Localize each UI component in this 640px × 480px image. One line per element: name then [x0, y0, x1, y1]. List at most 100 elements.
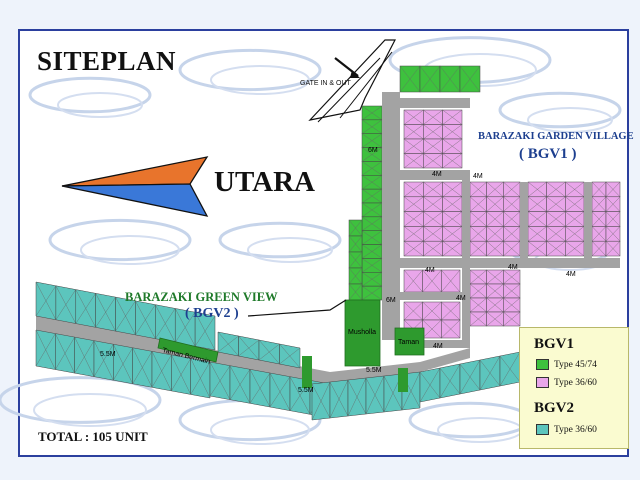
lot-hatch — [469, 297, 487, 313]
lot-hatch — [422, 301, 442, 321]
legend-item-label: Type 36/60 — [554, 377, 597, 388]
lot-hatch — [591, 181, 607, 197]
lot-hatch — [422, 269, 442, 293]
legend: BGV1 Type 45/74 Type 36/60 BGV2 Type 36/… — [519, 327, 629, 449]
lot-hatch — [361, 244, 383, 259]
legend-item-label: Type 45/74 — [554, 359, 597, 370]
legend-item: Type 36/60 — [536, 377, 597, 388]
lot-hatch — [422, 319, 442, 339]
lot-hatch — [217, 331, 239, 357]
lot-hatch — [503, 283, 521, 299]
road-width-label: 5.5M — [298, 387, 314, 394]
lot-hatch — [527, 181, 547, 197]
lot-hatch — [565, 211, 585, 227]
road-width-label: 4M — [425, 267, 435, 274]
lot-hatch — [361, 188, 383, 204]
gate-label: GATE IN & OUT — [300, 80, 351, 87]
bgv1-name: BARAZAKI GARDEN VILLAGE — [478, 131, 634, 142]
gate-road-lines — [317, 51, 393, 123]
lot-hatch — [503, 211, 521, 227]
lot-hatch — [486, 241, 504, 257]
lot-hatch — [75, 289, 96, 328]
lot-hatch — [479, 355, 501, 391]
lot-hatch — [423, 211, 443, 227]
lot-hatch — [527, 211, 547, 227]
lot-hatch — [486, 311, 504, 327]
lot-hatch — [442, 196, 463, 212]
lot-hatch — [365, 375, 385, 415]
lot-hatch — [503, 241, 521, 257]
lot-hatch — [403, 138, 424, 154]
bgv2-name: BARAZAKI GREEN VIEW — [125, 290, 278, 304]
lot-hatch — [361, 230, 383, 245]
road-width-label: 4M — [432, 171, 442, 178]
lot-hatch — [311, 381, 331, 421]
lot-hatch — [546, 196, 566, 212]
green-strip-2 — [398, 368, 408, 392]
lot-hatch — [269, 372, 291, 411]
lot-hatch — [591, 241, 607, 257]
lot-hatch — [469, 311, 487, 327]
lot-hatch — [423, 226, 443, 242]
lot-hatch — [347, 377, 367, 417]
legend-swatch — [536, 377, 549, 388]
lot-hatch — [423, 241, 443, 257]
lot-hatch — [361, 119, 383, 134]
lot-hatch — [442, 153, 463, 169]
lot-hatch — [503, 196, 521, 212]
lot-hatch — [546, 181, 566, 197]
lot-hatch — [249, 369, 271, 408]
lot-hatch — [527, 241, 547, 257]
taman-area — [394, 327, 425, 356]
bgv1-type-45-lots — [348, 65, 481, 301]
legend-swatch — [536, 424, 549, 435]
lot-hatch — [194, 312, 216, 351]
lot-hatch — [469, 269, 487, 285]
lot-hatch — [605, 196, 621, 212]
bgv2-type-36-lots — [35, 281, 521, 421]
lot-hatch — [403, 301, 423, 321]
lot-hatch — [361, 175, 383, 190]
north-compass-icon — [61, 156, 209, 217]
lot-hatch — [348, 267, 363, 285]
lot-hatch — [486, 297, 504, 313]
gate-arrow-head-icon — [350, 70, 360, 78]
lot-hatch — [527, 196, 547, 212]
lot-hatch — [423, 109, 443, 125]
lot-hatch — [486, 269, 504, 285]
lot-hatch — [190, 358, 211, 399]
musholla-area — [344, 299, 381, 367]
lot-hatch — [591, 211, 607, 227]
musholla-label: Musholla — [348, 329, 376, 336]
lot-hatch — [423, 181, 443, 197]
lot-hatch — [423, 124, 443, 140]
taman-label: Taman — [398, 339, 419, 346]
lot-hatch — [403, 109, 424, 125]
lot-hatch — [459, 359, 481, 395]
road-width-label: 6M — [386, 297, 396, 304]
lot-hatch — [35, 281, 57, 320]
lot-hatch — [55, 285, 76, 324]
lot-hatch — [74, 337, 95, 377]
lot-hatch — [565, 241, 585, 257]
road-width-label: 5.5M — [100, 351, 116, 358]
lot-hatch — [419, 65, 441, 93]
lot-hatch — [442, 124, 463, 140]
page-title: SITEPLAN — [37, 46, 177, 76]
lot-hatch — [605, 211, 621, 227]
lot-hatch — [503, 226, 521, 242]
road-width-label: 4M — [508, 264, 518, 271]
lot-hatch — [175, 308, 196, 347]
lot-hatch — [171, 354, 191, 395]
roads — [36, 92, 620, 384]
lot-hatch — [503, 297, 521, 313]
lot-hatch — [279, 343, 301, 369]
lot-hatch — [35, 329, 56, 370]
lot-hatch — [403, 153, 424, 169]
legend-heading-bgv1: BGV1 — [534, 336, 575, 352]
lot-hatch — [423, 138, 443, 154]
road-width-label: 4M — [473, 173, 483, 180]
lot-hatch — [565, 226, 585, 242]
